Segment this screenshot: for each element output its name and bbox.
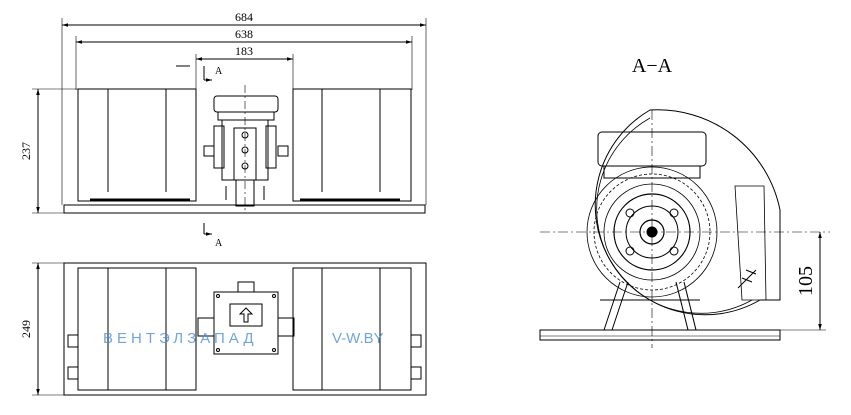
section-view [539, 109, 830, 348]
airflow-arrow [737, 269, 757, 289]
dimension-237 [32, 88, 78, 214]
top-view [32, 262, 427, 396]
dimension-105 [780, 232, 826, 331]
section-view-title: A−A [632, 55, 673, 77]
dimension-684 [61, 18, 427, 205]
dim-text-638: 638 [235, 27, 253, 41]
front-view [32, 18, 427, 236]
section-label-bottom: A [215, 238, 223, 249]
base-plate [63, 204, 426, 214]
scroll-housing [594, 109, 781, 316]
right-housing-top [292, 267, 422, 391]
mounting-stand [600, 281, 700, 331]
dim-text-183: 183 [235, 44, 253, 58]
base-outline [63, 262, 427, 396]
motor-assembly [203, 95, 289, 207]
watermark-site: V-W.BY [332, 330, 384, 347]
junction-box [197, 281, 295, 355]
section-marker-bottom [203, 223, 212, 236]
section-label-top: A [215, 66, 223, 77]
dimension-183 [195, 54, 294, 95]
left-impeller-housing [77, 88, 197, 202]
dim-text-237: 237 [19, 142, 33, 160]
dimension-638 [75, 36, 413, 90]
section-base [539, 329, 781, 341]
outlet-channel [734, 185, 767, 301]
dim-text-105: 105 [795, 266, 817, 296]
section-marker-top [176, 65, 212, 82]
left-housing-top [67, 267, 197, 391]
dim-text-684: 684 [235, 10, 253, 24]
dim-text-249: 249 [19, 320, 33, 338]
watermark-brand: ВЕНТЭЛЗАПАД [103, 330, 258, 347]
right-impeller-housing [292, 88, 412, 202]
